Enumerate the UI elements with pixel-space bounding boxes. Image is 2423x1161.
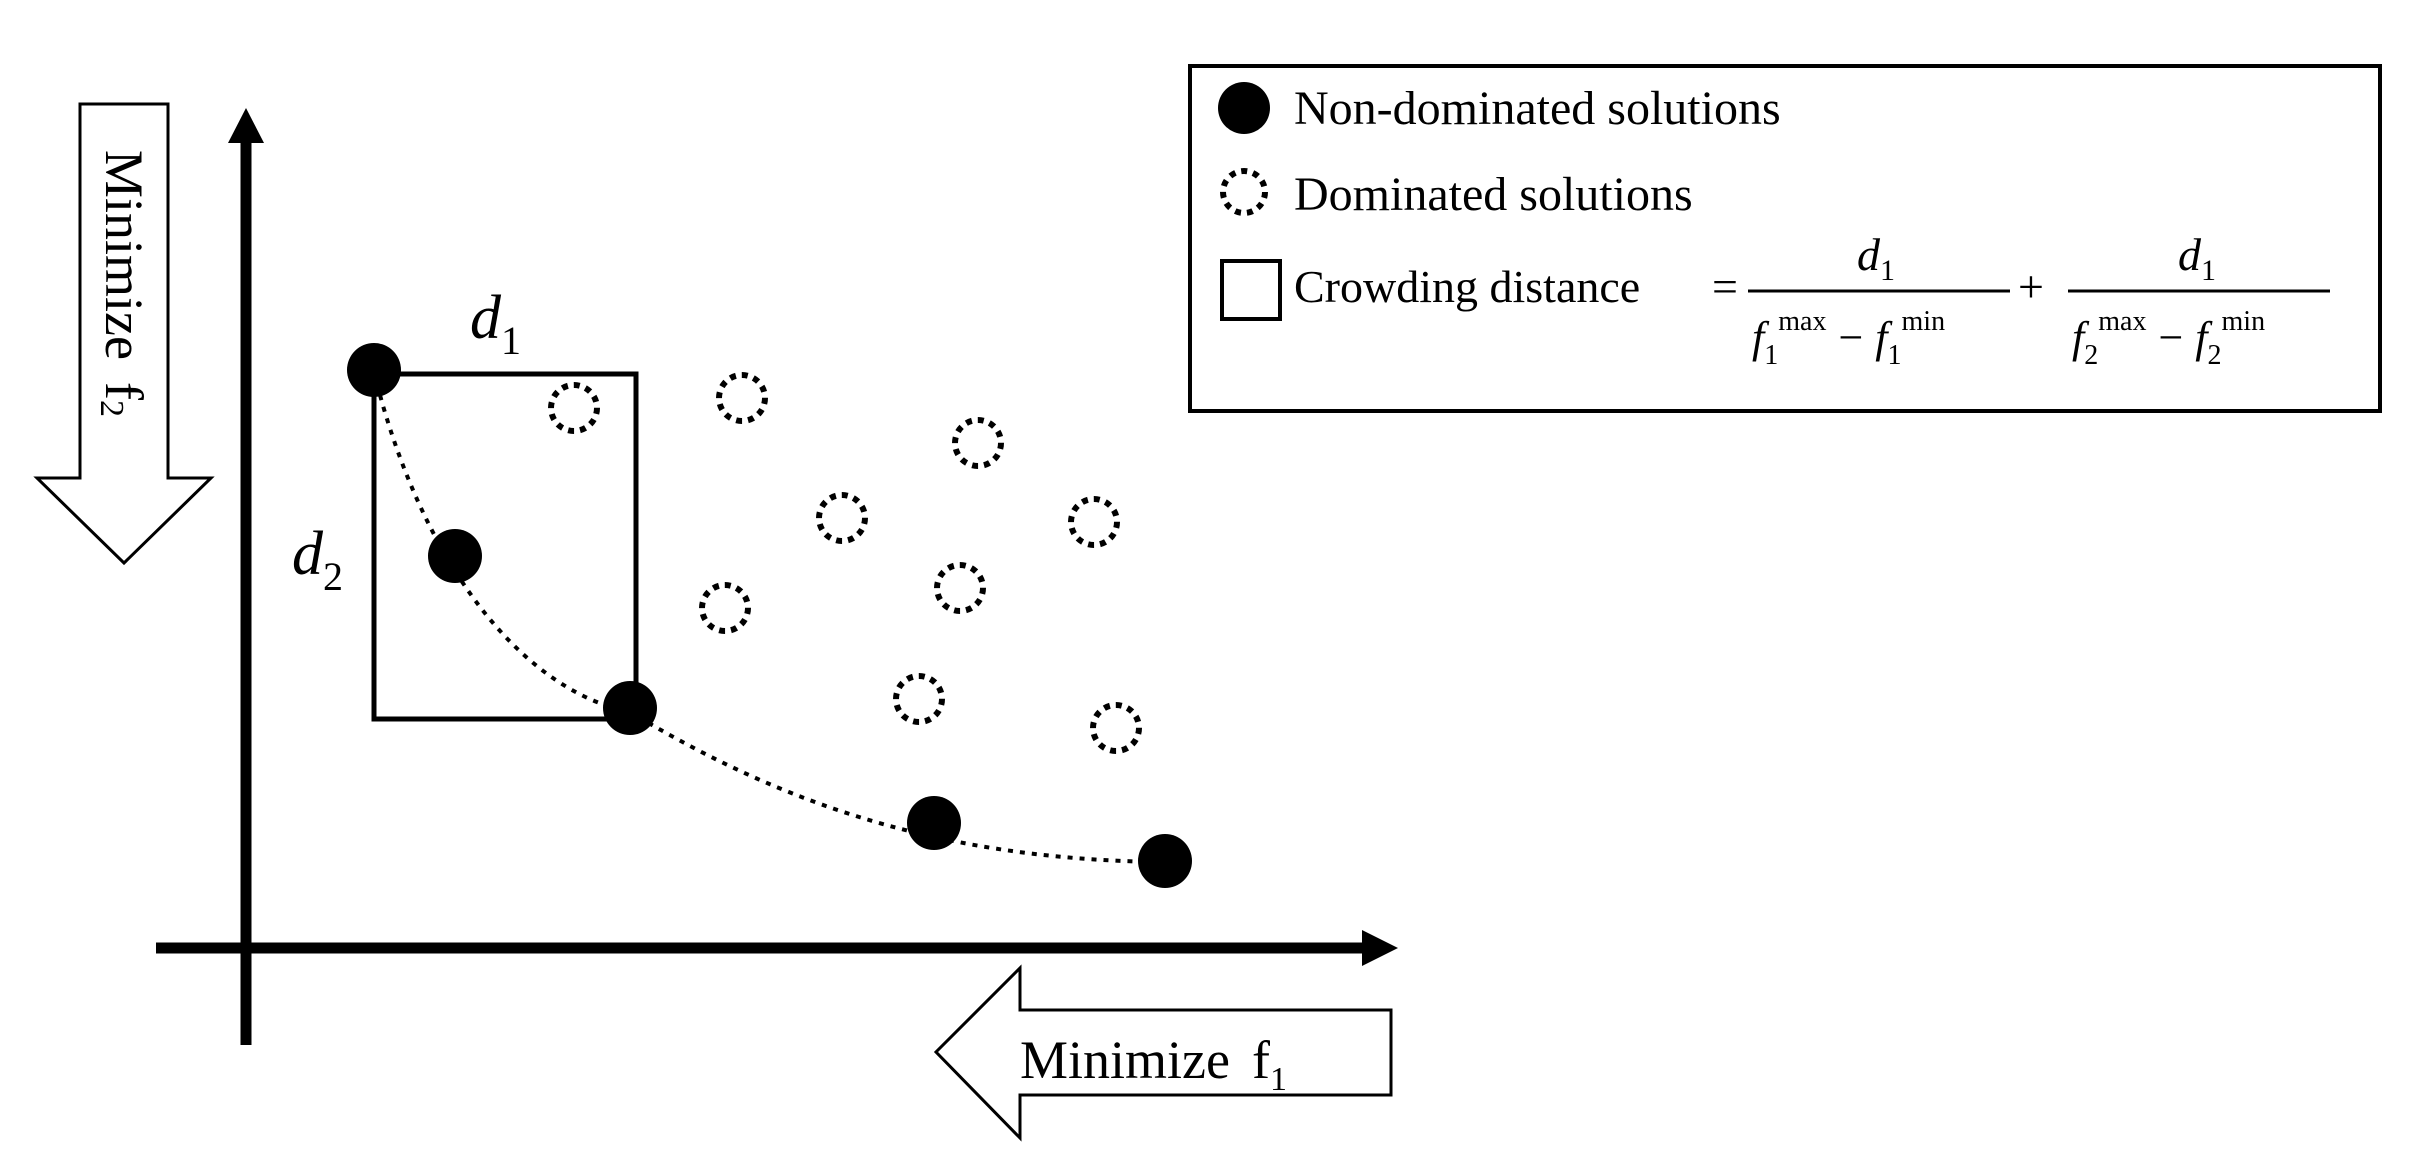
y-axis-arrowhead-icon (228, 108, 264, 143)
hollow-down-arrow-icon (33, 102, 215, 566)
crowding-cuboid (371, 371, 639, 722)
dominated-point (934, 562, 986, 614)
non-dominated-point (603, 681, 657, 735)
axes (156, 108, 1398, 1045)
legend-non-dominated-label: Non-dominated solutions (1294, 82, 1781, 135)
d1-label: d1 (470, 284, 521, 363)
non-dominated-points (347, 343, 1192, 888)
dominated-point (699, 582, 751, 634)
dominated-point (893, 673, 945, 725)
dominated-point (816, 492, 868, 544)
legend-box (1188, 64, 2382, 413)
non-dominated-point (428, 529, 482, 583)
legend-plus-sign: + (2018, 261, 2044, 312)
dominated-point (1068, 496, 1120, 548)
legend-cuboid-marker (1220, 259, 1282, 321)
dominated-point (1090, 702, 1142, 754)
dominated-points (548, 372, 1142, 754)
dominated-point (548, 382, 600, 434)
non-dominated-point (1138, 834, 1192, 888)
pareto-front-curve (372, 371, 1166, 864)
dominated-point (716, 372, 768, 424)
legend-crowding-label: Crowding distance (1294, 261, 1640, 312)
non-dominated-point (907, 796, 961, 850)
legend-dominated-marker (1220, 168, 1268, 216)
fraction-2-numerator: d1 (2178, 229, 2216, 287)
x-axis-arrowhead-icon (1362, 930, 1398, 966)
legend-equals-sign: = (1712, 261, 1738, 312)
legend-non-dominated-marker (1218, 82, 1270, 134)
hollow-left-arrow-icon (933, 964, 1393, 1142)
non-dominated-point (347, 343, 401, 397)
legend: Non-dominated solutions Dominated soluti… (1188, 64, 2382, 413)
d2-label: d2 (292, 520, 343, 599)
dominated-point (952, 417, 1004, 469)
minimize-f2-arrow: Minimizef2 (33, 102, 215, 566)
legend-dominated-label: Dominated solutions (1294, 168, 1693, 221)
y-axis-label: Minimizef2 (94, 150, 155, 417)
fraction-1-numerator: d1 (1857, 229, 1895, 287)
